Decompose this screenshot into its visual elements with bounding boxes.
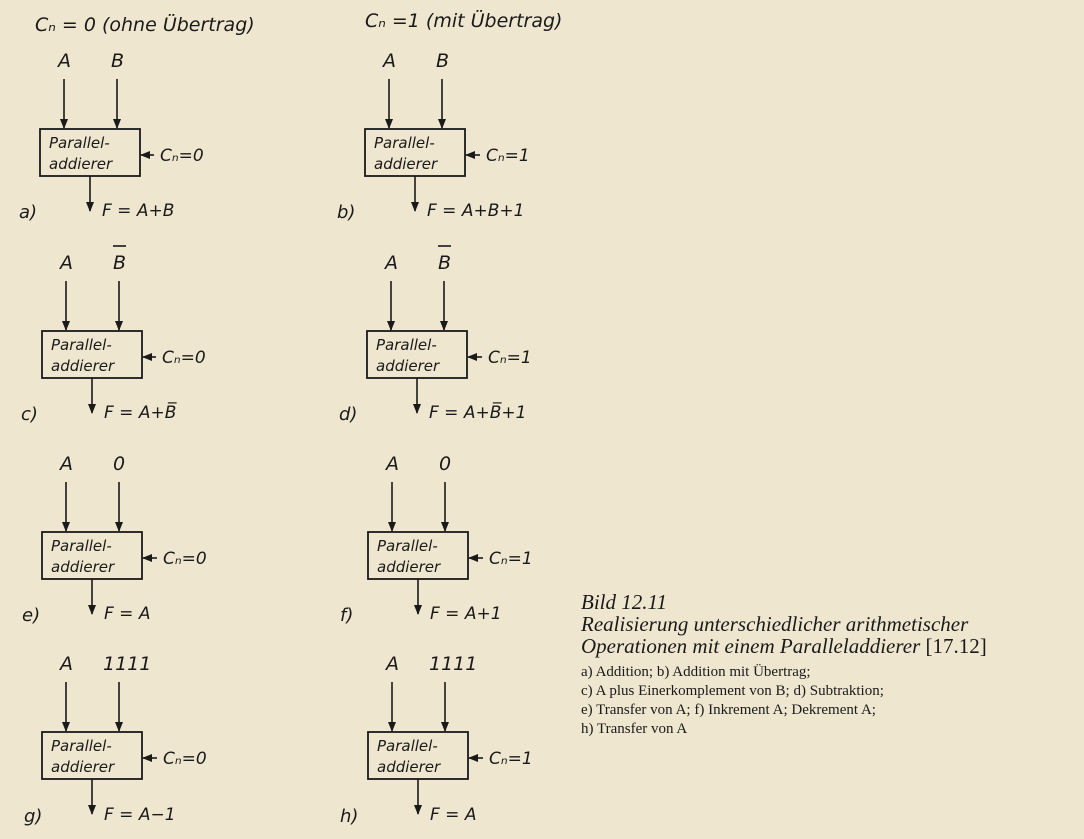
input-a-label: A: [383, 252, 398, 274]
caption-reference: [17.12]: [925, 634, 987, 658]
header-with-carry: Cₙ =1 (mit Übertrag): [365, 9, 562, 32]
panel-label: h): [340, 806, 358, 827]
input-b-label: B: [436, 50, 449, 72]
adder-label-line1: Parallel-: [374, 134, 435, 152]
panel-label: f): [340, 605, 353, 626]
adder-panel-b: A B Parallel-addierer Cₙ=1 F = A+B+1 b): [337, 50, 530, 223]
figure-caption: Bild 12.11 Realisierung unterschiedliche…: [581, 591, 1076, 739]
adder-label-line1: Parallel-: [51, 537, 112, 555]
panel-label: d): [339, 404, 357, 425]
carry-in-label: Cₙ=0: [163, 549, 207, 569]
caption-items: a) Addition; b) Addition mit Übertrag; c…: [581, 663, 1076, 739]
adder-label-line1: Parallel-: [51, 336, 112, 354]
header-without-carry: Cₙ = 0 (ohne Übertrag): [35, 13, 255, 36]
adder-label-line2: addierer: [49, 155, 113, 173]
input-b-label: 1111: [103, 653, 151, 675]
output-formula: F = A+B+1: [427, 201, 524, 221]
input-b-label: 0: [113, 453, 125, 475]
carry-in-label: Cₙ=1: [489, 549, 533, 569]
carry-in-label: Cₙ=1: [488, 348, 532, 368]
input-b-label: B: [438, 252, 451, 274]
carry-in-label: Cₙ=1: [486, 146, 530, 166]
input-b-label: B: [111, 50, 124, 72]
input-a-label: A: [381, 50, 396, 72]
carry-in-label: Cₙ=1: [489, 749, 533, 769]
caption-item-ef: e) Transfer von A; f) Inkrement A; Dekre…: [581, 702, 876, 718]
adder-label-line2: addierer: [376, 357, 440, 375]
adder-label-line1: Parallel-: [51, 737, 112, 755]
adder-label-line2: addierer: [51, 357, 115, 375]
panel-label: b): [337, 202, 355, 223]
adder-panel-d: A B Parallel-addierer Cₙ=1 F = A+B̅+1 d): [339, 245, 532, 425]
adder-label-line2: addierer: [51, 558, 115, 576]
input-a-label: A: [58, 252, 73, 274]
caption-item-cd: c) A plus Einerkomplement von B; d) Subt…: [581, 683, 884, 699]
caption-item-h: h) Transfer von A: [581, 721, 688, 737]
panel-label: g): [24, 806, 42, 827]
caption-number: Bild 12.11: [581, 590, 667, 614]
input-a-label: A: [58, 453, 73, 475]
output-formula: F = A+1: [430, 604, 502, 624]
output-formula: F = A−1: [104, 805, 176, 825]
adder-label-line1: Parallel-: [377, 537, 438, 555]
adder-panel-c: A B Parallel-addierer Cₙ=0 F = A+B̅ c): [21, 245, 206, 425]
panel-label: e): [22, 605, 40, 626]
output-formula: F = A+B: [102, 201, 174, 221]
input-a-label: A: [56, 50, 71, 72]
output-formula: F = A: [104, 604, 150, 624]
caption-title-block: Realisierung unterschiedlicher arithmeti…: [581, 613, 1076, 657]
output-formula: F = A+B̅: [104, 401, 177, 423]
adder-label-line2: addierer: [374, 155, 438, 173]
input-b-label: B: [113, 252, 126, 274]
adder-label-line2: addierer: [51, 758, 115, 776]
input-a-label: A: [58, 653, 73, 675]
input-a-label: A: [384, 453, 399, 475]
panel-label: a): [19, 202, 37, 223]
input-a-label: A: [384, 653, 399, 675]
caption-item-ab: a) Addition; b) Addition mit Übertrag;: [581, 664, 811, 680]
carry-in-label: Cₙ=0: [162, 348, 206, 368]
adder-label-line2: addierer: [377, 758, 441, 776]
panel-label: c): [21, 404, 38, 425]
adder-panel-a: A B Parallel-addierer Cₙ=0 F = A+B a): [19, 50, 204, 223]
adder-label-line2: addierer: [377, 558, 441, 576]
adder-label-line1: Parallel-: [376, 336, 437, 354]
output-formula: F = A: [430, 805, 476, 825]
caption-title: Realisierung unterschiedlicher arithmeti…: [581, 612, 969, 658]
adder-label-line1: Parallel-: [49, 134, 110, 152]
carry-in-label: Cₙ=0: [160, 146, 204, 166]
adder-label-line1: Parallel-: [377, 737, 438, 755]
input-b-label: 1111: [429, 653, 477, 675]
output-formula: F = A+B̅+1: [429, 401, 526, 423]
carry-in-label: Cₙ=0: [163, 749, 207, 769]
input-b-label: 0: [439, 453, 451, 475]
